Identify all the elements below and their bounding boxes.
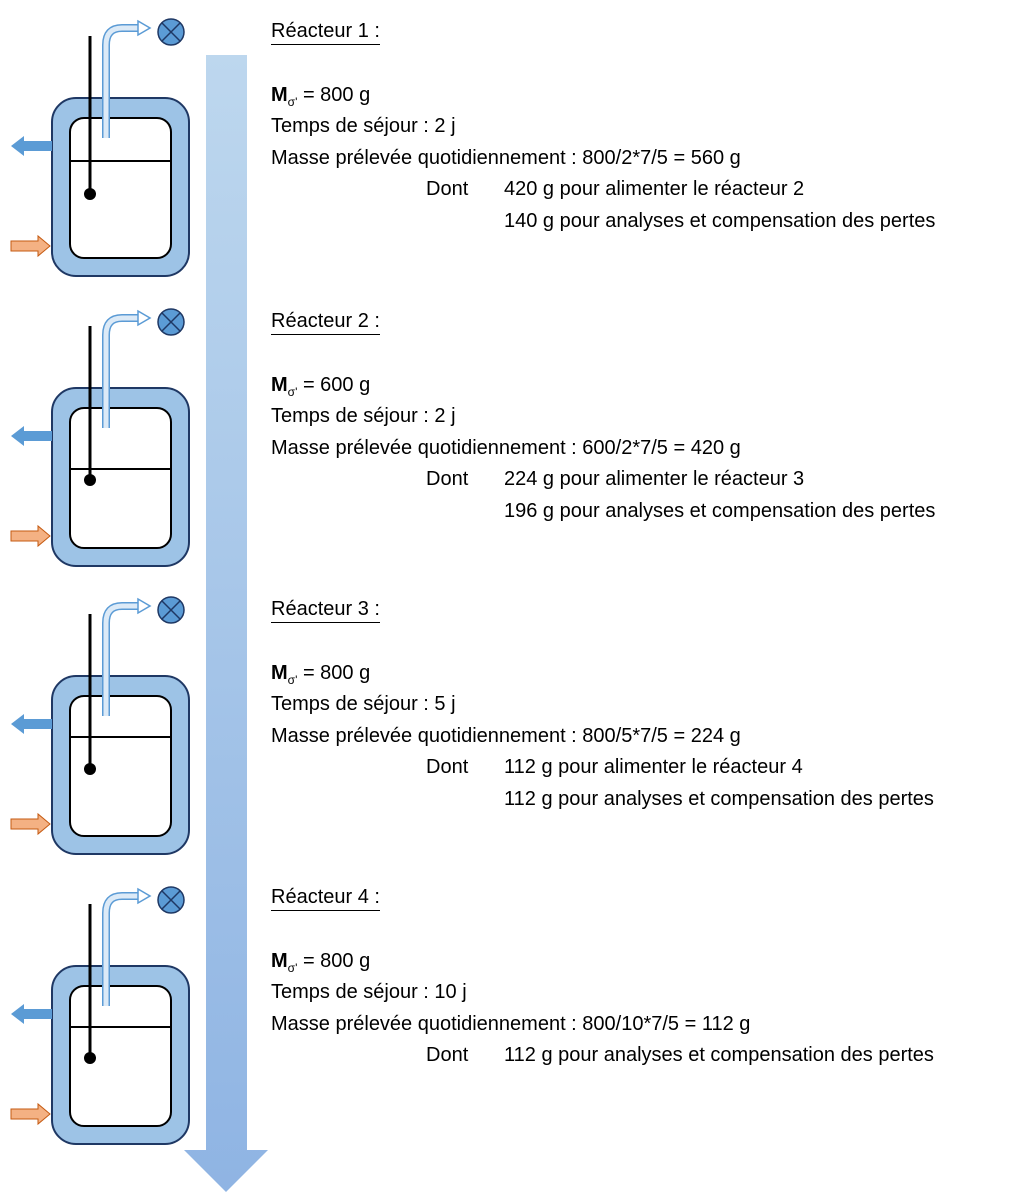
reactor-4-icon [10,886,190,1145]
reactor-vessel-icon [69,117,172,259]
reactor-3-block: Réacteur 3 : Mσ' = 800 g Temps de séjour… [271,594,934,815]
valve-icon [157,18,185,46]
reactor-title: Réacteur 4 : [271,884,380,911]
water-inlet-arrow-icon [10,1102,51,1126]
stirrer-tip-icon [84,763,96,775]
stirrer-tip-icon [84,474,96,486]
reactor-vessel-icon [69,985,172,1127]
water-outlet-arrow-icon [11,426,52,446]
reactor-vessel-icon [69,407,172,549]
reactor-2-icon [10,308,190,567]
mass-line: Mσ' = 800 g [271,949,371,975]
mass-line: Mσ' = 800 g [271,661,371,687]
water-outlet-arrow-icon [11,136,52,156]
water-inlet-arrow-icon [10,812,51,836]
gas-outlet-arrowhead [137,309,152,327]
water-inlet-arrow-icon [10,234,51,258]
reactor-3-icon [10,596,190,855]
gas-outlet-arrowhead [137,19,152,37]
flow-down-arrow-icon [184,55,268,1192]
sejour-line: Temps de séjour : 5 j [271,693,456,715]
water-inlet-arrow-icon [10,524,51,548]
reactor-vessel-icon [69,695,172,837]
reactor-1-block: Réacteur 1 : Mσ' = 800 g Temps de séjour… [271,16,935,237]
sejour-line: Temps de séjour : 10 j [271,981,467,1003]
masse-line: Masse prélevée quotidiennement : 800/2*7… [271,146,741,169]
valve-icon [157,886,185,914]
sejour-line: Temps de séjour : 2 j [271,405,456,427]
reactor-4-block: Réacteur 4 : Mσ' = 800 g Temps de séjour… [271,882,934,1072]
dont-line: 196 g pour analyses et compensation des … [504,499,936,522]
water-outlet-arrow-icon [11,714,52,734]
mass-line: Mσ' = 600 g [271,373,371,399]
water-outlet-arrow-icon [11,1004,52,1024]
gas-outlet-arrowhead [137,887,152,905]
reactor-1-icon [10,18,190,277]
valve-icon [157,596,185,624]
masse-line: Masse prélevée quotidiennement : 600/2*7… [271,436,741,459]
gas-outlet-arrowhead [137,597,152,615]
dont-line: 112 g pour analyses et compensation des … [504,787,934,810]
mass-line: Mσ' = 800 g [271,83,371,109]
stirrer-tip-icon [84,188,96,200]
reactor-title: Réacteur 2 : [271,308,380,335]
reactor-title: Réacteur 3 : [271,596,380,623]
sejour-line: Temps de séjour : 2 j [271,115,456,137]
masse-line: Masse prélevée quotidiennement : 800/5*7… [271,724,741,747]
masse-line: Masse prélevée quotidiennement : 800/10*… [271,1012,751,1035]
stirrer-tip-icon [84,1052,96,1064]
reactor-title: Réacteur 1 : [271,18,380,45]
dont-line: 140 g pour analyses et compensation des … [504,209,936,232]
valve-icon [157,308,185,336]
reactor-2-block: Réacteur 2 : Mσ' = 600 g Temps de séjour… [271,306,935,527]
